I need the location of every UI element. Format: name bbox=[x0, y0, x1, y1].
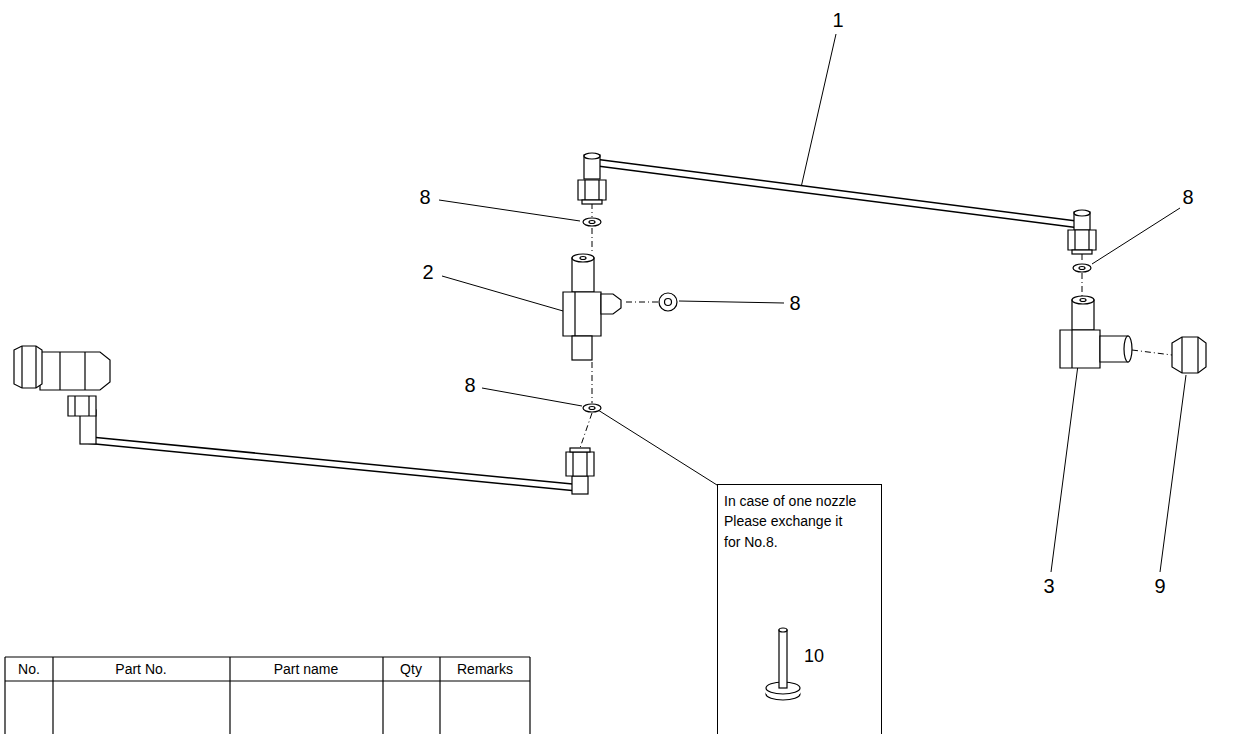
callout-number: 9 bbox=[1154, 576, 1165, 596]
callout-number: 8 bbox=[419, 187, 430, 207]
table-header-cell: No. bbox=[18, 662, 40, 676]
leader-lines bbox=[439, 34, 1186, 572]
nozzle-pin bbox=[766, 628, 800, 700]
nut bbox=[1172, 337, 1206, 373]
parts-table-grid bbox=[5, 657, 530, 734]
callout-number: 10 bbox=[804, 647, 834, 665]
callout-number: 3 bbox=[1043, 576, 1054, 596]
note-text: In case of one nozzle Please exchange it… bbox=[724, 491, 860, 552]
tee-fitting bbox=[563, 254, 621, 360]
washer bbox=[583, 218, 1091, 412]
callout-number: 8 bbox=[789, 293, 800, 313]
table-header-cell: Part name bbox=[274, 662, 339, 676]
pipe-assembly bbox=[14, 346, 594, 494]
note-box: In case of one nozzle Please exchange it… bbox=[717, 484, 882, 734]
pipe bbox=[578, 153, 1096, 254]
callout-number: 2 bbox=[422, 262, 433, 282]
callout-number: 8 bbox=[1182, 187, 1193, 207]
elbow-fitting bbox=[1060, 296, 1132, 368]
table-header-cell: Part No. bbox=[115, 662, 166, 676]
table-header-cell: Qty bbox=[400, 662, 422, 676]
assembly-axes bbox=[580, 203, 1172, 448]
callout-number: 8 bbox=[464, 375, 475, 395]
table-header-cell: Remarks bbox=[457, 662, 513, 676]
callout-number: 1 bbox=[832, 10, 843, 30]
